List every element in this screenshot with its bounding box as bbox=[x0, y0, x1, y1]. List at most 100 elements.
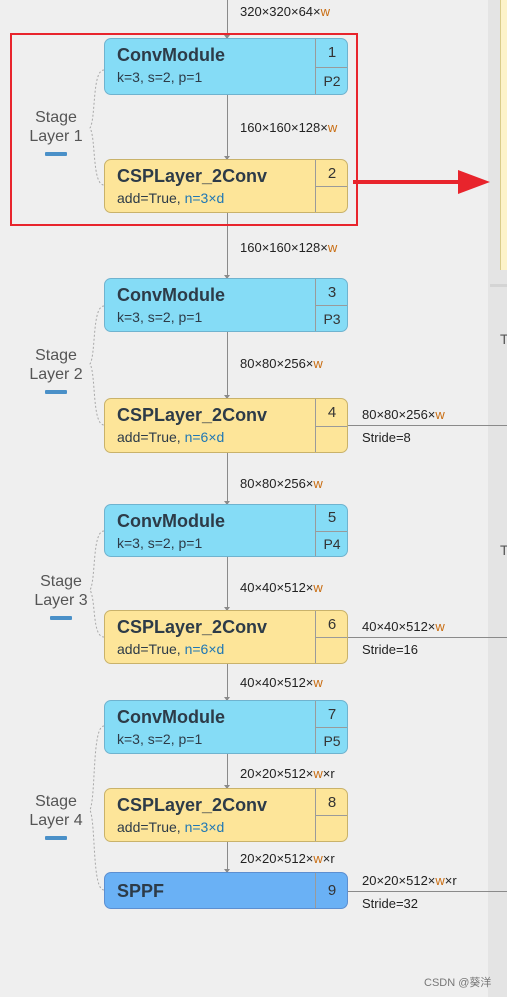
shape-label: 80×80×256×w bbox=[240, 476, 323, 491]
shape-label: 160×160×128×w bbox=[240, 120, 338, 135]
node-title: ConvModule bbox=[117, 511, 225, 531]
node-title: CSPLayer_2Conv bbox=[117, 405, 268, 425]
node-csp-4[interactable]: CSPLayer_2Conv add=True, n=6×d 4 bbox=[104, 398, 348, 453]
stage-line2: Layer 3 bbox=[34, 592, 88, 609]
node-params: k=3, s=2, p=1 bbox=[117, 69, 203, 85]
node-pyramid-level: P5 bbox=[316, 727, 347, 753]
stage-label-2: Stage Layer 2 bbox=[26, 346, 86, 394]
node-title: CSPLayer_2Conv bbox=[117, 795, 268, 815]
node-title: ConvModule bbox=[117, 45, 225, 65]
shape-label: 40×40×512×w bbox=[240, 675, 323, 690]
node-csp-6[interactable]: CSPLayer_2Conv add=True, n=6×d 6 bbox=[104, 610, 348, 664]
stage-line2: Layer 2 bbox=[29, 366, 83, 383]
output-line bbox=[348, 637, 507, 638]
connector-line bbox=[227, 754, 228, 788]
output-shape-label: 80×80×256×w bbox=[362, 407, 445, 422]
node-pyramid-level: P2 bbox=[316, 66, 347, 95]
stage-brace-1 bbox=[89, 69, 105, 186]
output-line bbox=[348, 425, 507, 426]
node-conv-3[interactable]: ConvModule k=3, s=2, p=1 3 P3 bbox=[104, 278, 348, 332]
node-number: 4 bbox=[327, 403, 337, 421]
connector-arrowhead bbox=[224, 869, 230, 873]
output-stride-label: Stride=16 bbox=[362, 642, 419, 657]
stage-bar bbox=[50, 616, 72, 620]
node-number: 9 bbox=[327, 882, 337, 899]
node-number: 8 bbox=[327, 793, 337, 811]
connector-arrowhead bbox=[224, 35, 230, 39]
output-stride-label: Stride=32 bbox=[362, 896, 419, 911]
connector-arrowhead bbox=[224, 785, 230, 789]
node-params: add=True, n=6×d bbox=[117, 641, 225, 657]
node-index-cell: 1 P2 bbox=[315, 39, 347, 94]
node-params: k=3, s=2, p=1 bbox=[117, 535, 203, 551]
shape-label-top: 320×320×64×w bbox=[240, 4, 331, 19]
stage-line1: Stage bbox=[35, 109, 77, 126]
node-conv-5[interactable]: ConvModule k=3, s=2, p=1 5 P4 bbox=[104, 504, 348, 557]
node-number: 3 bbox=[327, 283, 337, 301]
node-empty-cell bbox=[316, 186, 347, 212]
node-empty-cell bbox=[316, 637, 347, 663]
node-conv-7[interactable]: ConvModule k=3, s=2, p=1 7 P5 bbox=[104, 700, 348, 754]
shape-label: 80×80×256×w bbox=[240, 356, 323, 371]
node-params: k=3, s=2, p=1 bbox=[117, 309, 203, 325]
connector-arrowhead bbox=[224, 156, 230, 160]
node-pyramid-level: P3 bbox=[316, 305, 347, 331]
connector-line bbox=[227, 95, 228, 159]
stage-brace-2 bbox=[89, 305, 105, 426]
node-conv-1[interactable]: ConvModule k=3, s=2, p=1 1 P2 bbox=[104, 38, 348, 95]
stage-line1: Stage bbox=[35, 793, 77, 810]
node-index-cell: 2 bbox=[315, 160, 347, 212]
stage-label-1: Stage Layer 1 bbox=[26, 108, 86, 156]
stage-label-4: Stage Layer 4 bbox=[26, 792, 86, 840]
stage-brace-3 bbox=[89, 530, 105, 638]
connector-line bbox=[227, 332, 228, 398]
node-title: CSPLayer_2Conv bbox=[117, 166, 268, 186]
watermark: CSDN @葵洋 bbox=[424, 977, 492, 989]
shape-label: 20×20×512×w×r bbox=[240, 766, 335, 781]
node-index-cell: 6 bbox=[315, 611, 347, 663]
connector-line bbox=[227, 842, 228, 872]
shape-label: 20×20×512×w×r bbox=[240, 851, 335, 866]
connector-arrowhead bbox=[224, 607, 230, 611]
shape-label: 160×160×128×w bbox=[240, 240, 338, 255]
output-stride-label: Stride=8 bbox=[362, 430, 411, 445]
node-sppf-9[interactable]: SPPF 9 bbox=[104, 872, 348, 909]
node-number: 7 bbox=[327, 705, 337, 723]
node-title: ConvModule bbox=[117, 707, 225, 727]
stage-bar bbox=[45, 836, 67, 840]
output-line bbox=[348, 891, 507, 892]
shape-label: 40×40×512×w bbox=[240, 580, 323, 595]
node-index-cell: 8 bbox=[315, 789, 347, 841]
stage-bar bbox=[45, 390, 67, 394]
stage-brace-4 bbox=[89, 725, 105, 891]
node-number: 5 bbox=[327, 509, 337, 527]
stage-bar bbox=[45, 152, 67, 156]
node-index-cell: 5 P4 bbox=[315, 505, 347, 556]
node-index-cell: 4 bbox=[315, 399, 347, 452]
connector-arrowhead bbox=[224, 395, 230, 399]
node-csp-8[interactable]: CSPLayer_2Conv add=True, n=3×d 8 bbox=[104, 788, 348, 842]
node-params: k=3, s=2, p=1 bbox=[117, 731, 203, 747]
connector-line bbox=[227, 213, 228, 278]
node-number: 2 bbox=[327, 164, 337, 182]
right-divider bbox=[490, 284, 507, 287]
stage-label-3: Stage Layer 3 bbox=[26, 572, 96, 620]
connector-line bbox=[227, 0, 228, 38]
right-label-2: T bbox=[500, 542, 507, 558]
node-params: add=True, n=3×d bbox=[117, 819, 225, 835]
connector-arrowhead bbox=[224, 275, 230, 279]
node-title: CSPLayer_2Conv bbox=[117, 617, 268, 637]
node-index-cell: 9 bbox=[315, 873, 347, 908]
node-number: 1 bbox=[327, 44, 337, 62]
node-index-cell: 7 P5 bbox=[315, 701, 347, 753]
right-yellow-panel bbox=[500, 0, 507, 270]
node-index-cell: 3 P3 bbox=[315, 279, 347, 331]
connector-arrowhead bbox=[224, 697, 230, 701]
stage-line2: Layer 1 bbox=[29, 128, 83, 145]
output-shape-label: 20×20×512×w×r bbox=[362, 873, 457, 888]
node-csp-2[interactable]: CSPLayer_2Conv add=True, n=3×d 2 bbox=[104, 159, 348, 213]
node-params: add=True, n=3×d bbox=[117, 190, 225, 206]
node-params: add=True, n=6×d bbox=[117, 429, 225, 445]
node-title: SPPF bbox=[117, 881, 165, 901]
